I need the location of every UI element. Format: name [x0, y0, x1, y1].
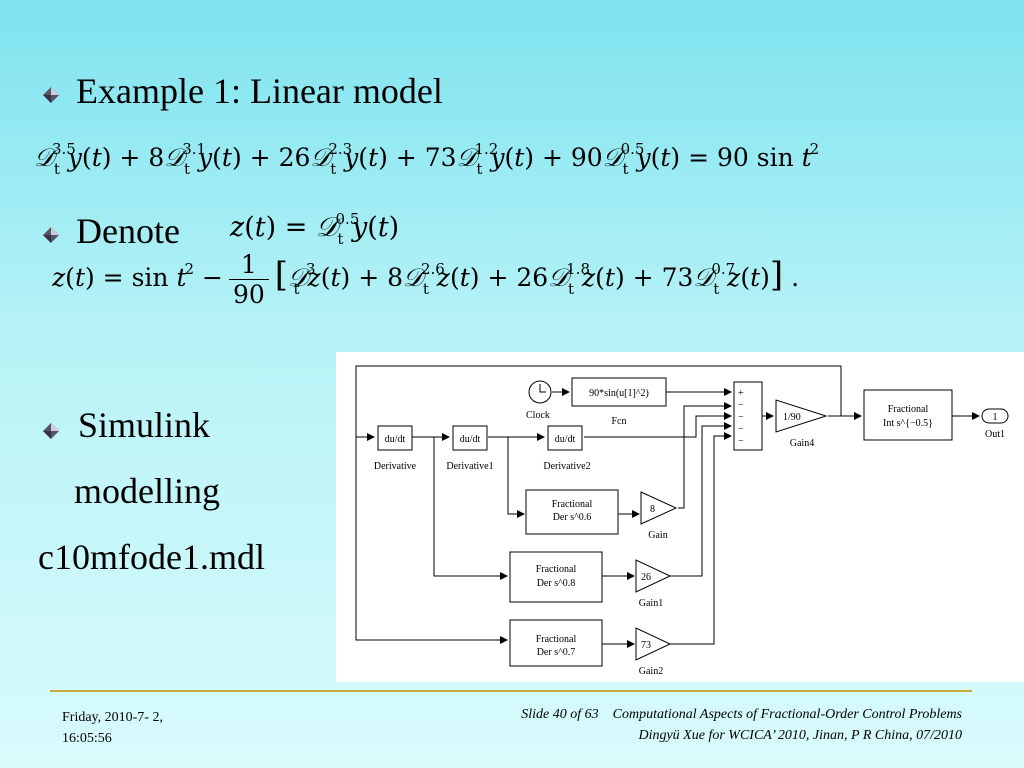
- gain2-label: Gain2: [639, 666, 663, 677]
- slide-number: Slide 40 of 63: [521, 707, 599, 722]
- clock-block: Clock: [526, 380, 552, 421]
- footer-info: Slide 40 of 63 Computational Aspects of …: [521, 704, 962, 746]
- fractional-int-block: [863, 389, 953, 441]
- frac-word: Fractional: [888, 404, 929, 415]
- derivative2-block: [547, 425, 583, 451]
- bullet-modelling: modelling: [74, 471, 220, 511]
- int-label: Int s^{−0.5}: [883, 418, 933, 429]
- sum-block: [733, 381, 763, 451]
- gain-label: Gain: [648, 530, 667, 541]
- footer-datetime: Friday, 2010-7- 2, 16:05:56: [62, 707, 163, 749]
- der08-label: Der s^0.8: [537, 578, 576, 589]
- out1-block: [981, 408, 1009, 424]
- out1-label: Out1: [985, 429, 1005, 440]
- fcn-block: [571, 377, 667, 407]
- footer-time: 16:05:56: [62, 731, 112, 746]
- derivative1-label: Derivative1: [446, 461, 493, 472]
- sum-sign-4: −: [738, 424, 744, 435]
- wire: [670, 422, 732, 577]
- wire: [433, 437, 508, 580]
- gain1-label: Gain1: [639, 598, 663, 609]
- derivative-label: Derivative: [374, 461, 417, 472]
- gain4-value: 1/90: [783, 412, 801, 423]
- wire: [670, 432, 732, 645]
- gain2-block: [635, 627, 672, 661]
- derivative-content: du/dt: [385, 434, 406, 445]
- fcn-label: Fcn: [612, 416, 627, 427]
- frac-word: Fractional: [536, 564, 577, 575]
- presentation-author: Dingyü Xue for WCICA’ 2010, Jinan, P R C…: [638, 728, 962, 743]
- derivative1-block: [452, 425, 488, 451]
- sum-sign-3: −: [738, 412, 744, 423]
- frac-word: Fractional: [536, 634, 577, 645]
- bullet-filename: c10mfode1.mdl: [38, 537, 265, 577]
- footer-date: Friday, 2010-7- 2,: [62, 710, 163, 725]
- sum-sign-2: −: [738, 400, 744, 411]
- fractional-der08-block: [509, 551, 603, 603]
- equation-1: 𝒟3.5t y(t) + 8𝒟3.1t y(t) + 26𝒟2.3t y(t) …: [34, 140, 820, 178]
- bullet-simulink: Simulink: [78, 405, 211, 445]
- fractional-der06-block: [525, 489, 619, 535]
- bullet-denote: Denote: [76, 211, 180, 251]
- gain2-value: 73: [641, 640, 651, 651]
- clock-label: Clock: [526, 410, 550, 421]
- feedback-wire: [355, 365, 842, 437]
- sum-sign-1: +: [738, 388, 744, 399]
- der06-label: Der s^0.6: [553, 512, 592, 523]
- wire: [678, 402, 732, 509]
- derivative-block: [377, 425, 413, 451]
- sum-sign-5: −: [738, 436, 744, 447]
- bullet-example-title: Example 1: Linear model: [76, 71, 443, 111]
- gain-value: 8: [650, 504, 655, 515]
- equation-2: z(t) = 𝒟0.5t y(t): [230, 210, 400, 248]
- derivative2-label: Derivative2: [543, 461, 590, 472]
- fcn-expression: 90*sin(u[1]^2): [589, 388, 649, 399]
- bullet-diamond-icon: [43, 227, 59, 243]
- bullet-diamond-icon: [43, 423, 59, 439]
- wire: [355, 437, 508, 644]
- simulink-diagram-svg: Clock 90*sin(u[1]^2) Fcn du/dt Derivativ…: [355, 365, 1009, 677]
- gain1-value: 26: [641, 572, 651, 583]
- out1-value: 1: [993, 412, 998, 423]
- gain4-block: [775, 399, 828, 433]
- footer-rule: [50, 690, 972, 692]
- der07-label: Der s^0.7: [537, 647, 576, 658]
- fractional-der07-block: [509, 619, 603, 667]
- wire: [584, 412, 732, 438]
- presentation-title: Computational Aspects of Fractional-Orde…: [612, 707, 962, 722]
- wire: [507, 437, 525, 518]
- derivative2-content: du/dt: [555, 434, 576, 445]
- gain1-block: [635, 559, 672, 593]
- derivative1-content: du/dt: [460, 434, 481, 445]
- gain-block: [640, 491, 678, 525]
- bullet-diamond-icon: [43, 87, 59, 103]
- gain4-label: Gain4: [790, 438, 814, 449]
- frac-word: Fractional: [552, 499, 593, 510]
- simulink-diagram: Clock 90*sin(u[1]^2) Fcn du/dt Derivativ…: [336, 352, 1024, 682]
